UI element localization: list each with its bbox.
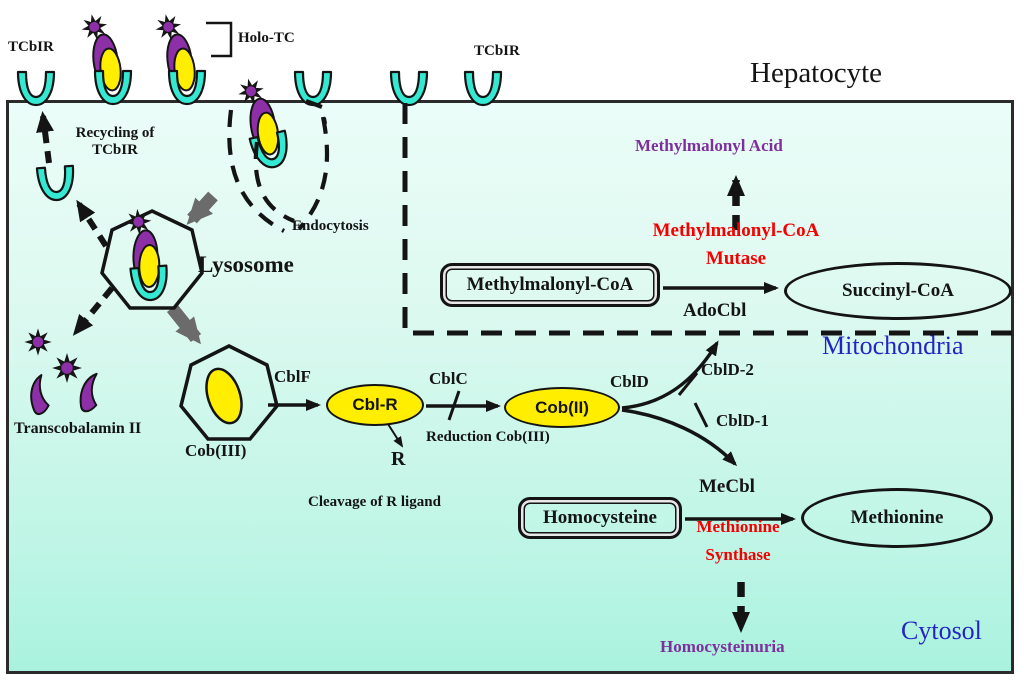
holo-tc-bound-receptor-icon <box>79 10 207 106</box>
homocysteinuria-label: Homocysteinuria <box>660 637 785 656</box>
cblc-label: CblC <box>429 369 468 388</box>
recycled-receptor-icon <box>35 164 77 203</box>
succinyl-coa-node: Succinyl-CoA <box>784 262 1012 320</box>
holo-tc-label: Holo-TC <box>238 30 295 46</box>
methylmalonyl-acid-label: Methylmalonyl Acid <box>635 136 783 155</box>
gray-transport-arrows <box>166 191 218 345</box>
mutase-enzyme-label-line2: Mutase <box>705 248 767 269</box>
transcobalamin-fragments-icon <box>23 327 102 416</box>
reduction-label: Reduction Cob(III) <box>426 429 550 445</box>
endocytosis-vesicle <box>227 99 330 233</box>
enzyme-product-arrows <box>727 175 750 633</box>
lysosome-complex-icon <box>124 207 169 302</box>
r-ligand-label: R <box>391 448 406 470</box>
cbld1-label: CblD-1 <box>716 411 769 430</box>
holo-tc-bracket <box>206 21 233 58</box>
methionine-node: Methionine <box>801 488 993 548</box>
mitochondria-label: Mitochondria <box>822 331 964 360</box>
methylmalonyl-coa-box: Methylmalonyl-CoA <box>440 263 660 307</box>
lysosome-shape <box>100 209 204 310</box>
cbld2-label: CblD-2 <box>701 360 754 379</box>
cob3-label: Cob(III) <box>185 441 247 460</box>
homocysteine-box: Homocysteine <box>518 497 682 539</box>
cbl-r-label: Cbl-R <box>352 395 398 414</box>
homocysteine-label: Homocysteine <box>543 507 657 528</box>
tcbir-left-label: TCbIR <box>8 39 54 55</box>
mutase-enzyme-label-line1: Methylmalonyl-CoA <box>652 220 820 241</box>
cblf-label: CblF <box>274 367 311 386</box>
hepatocyte-label: Hepatocyte <box>750 57 883 89</box>
endocytosed-complex-icon <box>235 73 292 171</box>
hepatocyte-cell-body <box>6 100 1014 674</box>
endocytosis-label: Endocytosis <box>292 218 369 234</box>
recycling-label: Recycling of TCbIR <box>75 125 155 158</box>
methylmalonyl-coa-label: Methylmalonyl-CoA <box>466 274 634 295</box>
lysosome-label: Lysosome <box>198 252 294 277</box>
tcbir-right-label: TCbIR <box>474 43 520 59</box>
cob3-vesicle-shape <box>179 344 279 441</box>
pathway-arrows <box>268 282 796 525</box>
transcobalamin-label: Transcobalamin II <box>14 420 142 437</box>
cobalamin-icon <box>205 367 243 425</box>
cbl-r-node: Cbl-R <box>326 384 424 426</box>
synthase-enzyme-label-line1: Methionine <box>696 517 780 536</box>
mecbl-label: MeCbl <box>699 476 755 497</box>
cleavage-label: Cleavage of R ligand <box>308 494 441 510</box>
cytosol-label: Cytosol <box>901 616 982 645</box>
cbld-label: CblD <box>610 372 649 391</box>
synthase-enzyme-label-line2: Synthase <box>705 545 771 564</box>
recycling-arrows <box>36 111 115 336</box>
succinyl-coa-label: Succinyl-CoA <box>842 280 954 301</box>
cob2-node: Cob(II) <box>504 387 620 428</box>
cob2-label: Cob(II) <box>535 397 589 417</box>
methionine-label: Methionine <box>850 507 944 528</box>
mitochondria-boundary <box>402 103 1014 336</box>
adocbl-label: AdoCbl <box>683 300 747 321</box>
